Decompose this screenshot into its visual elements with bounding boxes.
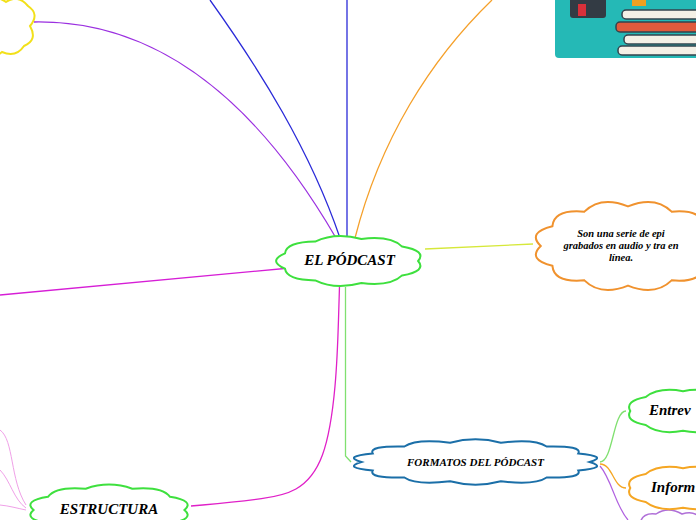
branch-line <box>0 470 26 508</box>
branch-connector <box>346 287 352 462</box>
subtopic-cloud: FORMATOS DEL PÓDCAST <box>348 437 603 487</box>
node-text: EL PÓDCAST <box>304 252 395 269</box>
node-text: Entrev <box>649 402 691 419</box>
node-text: ESTRUCTURA <box>60 501 158 518</box>
node-text: Son una serie de epi grabados en audio y… <box>558 228 684 264</box>
node-text: Inform <box>651 479 695 496</box>
partial-cloud <box>0 0 35 57</box>
branch-connector <box>600 464 626 488</box>
branch-line <box>34 22 336 238</box>
branch-connector <box>191 286 340 506</box>
partial-cloud <box>640 510 696 520</box>
book-illustration <box>555 0 696 58</box>
branch-line <box>0 268 290 295</box>
branch-line <box>210 0 340 238</box>
definition-cloud: Son una serie de epi grabados en audio y… <box>530 198 696 294</box>
subtopic-cloud: Entrev <box>623 386 696 436</box>
branch-connector <box>600 411 626 462</box>
branch-line <box>0 430 26 505</box>
subtopic-cloud: ESTRUCTURA <box>24 482 194 520</box>
central-topic: EL PÓDCAST <box>272 233 427 289</box>
subtopic-cloud: Inform <box>623 463 696 513</box>
branch-line <box>0 505 26 510</box>
branch-line <box>346 0 347 238</box>
branch-connector <box>425 244 533 249</box>
branch-line <box>600 466 628 520</box>
node-text: FORMATOS DEL PÓDCAST <box>407 456 544 469</box>
branch-line <box>355 0 492 238</box>
